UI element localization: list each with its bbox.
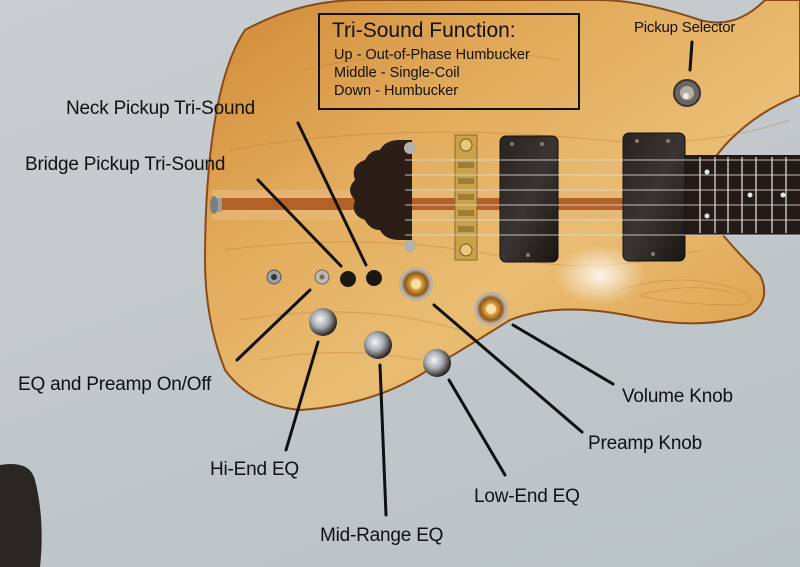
- line-eq-switch: [235, 288, 312, 362]
- output-jack: [266, 269, 282, 285]
- neck-pickup: [622, 132, 686, 262]
- legend-title: Tri-Sound Function:: [332, 19, 516, 42]
- line-hi-end: [284, 340, 320, 452]
- line-pickup-selector: [688, 40, 694, 72]
- bridge-pickup: [499, 135, 559, 263]
- fretboard: [680, 155, 800, 235]
- label-low-end-eq: Low-End EQ: [474, 486, 580, 507]
- strings: [405, 159, 800, 236]
- eq-preamp-switch: [314, 269, 330, 285]
- label-hi-end-eq: Hi-End EQ: [210, 459, 300, 480]
- light-glare: [555, 245, 645, 305]
- low-end-eq-knob: [423, 349, 451, 377]
- legend-row-up: Up - Out-of-Phase Humbucker: [334, 47, 530, 64]
- label-preamp-knob: Preamp Knob: [588, 433, 702, 454]
- line-preamp: [432, 303, 584, 434]
- callout-lines: [235, 40, 694, 517]
- label-eq-preamp-switch: EQ and Preamp On/Off: [18, 374, 212, 395]
- mid-range-eq-knob: [364, 331, 392, 359]
- line-volume: [511, 323, 615, 386]
- volume-knob: [474, 292, 508, 326]
- line-neck-tri-sound: [296, 121, 368, 267]
- label-pickup-selector: Pickup Selector: [634, 19, 736, 36]
- bridge-tri-sound-switch: [340, 271, 356, 287]
- pickup-selector-switch: [673, 79, 701, 107]
- dark-object-shadow: [0, 464, 42, 567]
- line-low-end: [447, 378, 507, 477]
- label-bridge-tri-sound: Bridge Pickup Tri-Sound: [25, 154, 226, 175]
- label-volume-knob: Volume Knob: [622, 386, 733, 407]
- strap-button: [210, 196, 222, 214]
- legend-row-middle: Middle - Single-Coil: [334, 65, 460, 82]
- label-mid-range-eq: Mid-Range EQ: [320, 525, 444, 546]
- label-neck-tri-sound: Neck Pickup Tri-Sound: [66, 98, 256, 119]
- preamp-knob: [399, 267, 433, 301]
- neck-tri-sound-switch: [366, 270, 382, 286]
- legend-row-down: Down - Humbucker: [334, 83, 459, 100]
- tailpiece: [350, 140, 416, 252]
- line-bridge-tri-sound: [256, 178, 343, 268]
- hi-end-eq-knob: [309, 308, 337, 336]
- tri-sound-legend: Tri-Sound Function: Up - Out-of-Phase Hu…: [318, 13, 580, 110]
- bridge: [454, 134, 478, 261]
- line-mid-range: [378, 363, 388, 517]
